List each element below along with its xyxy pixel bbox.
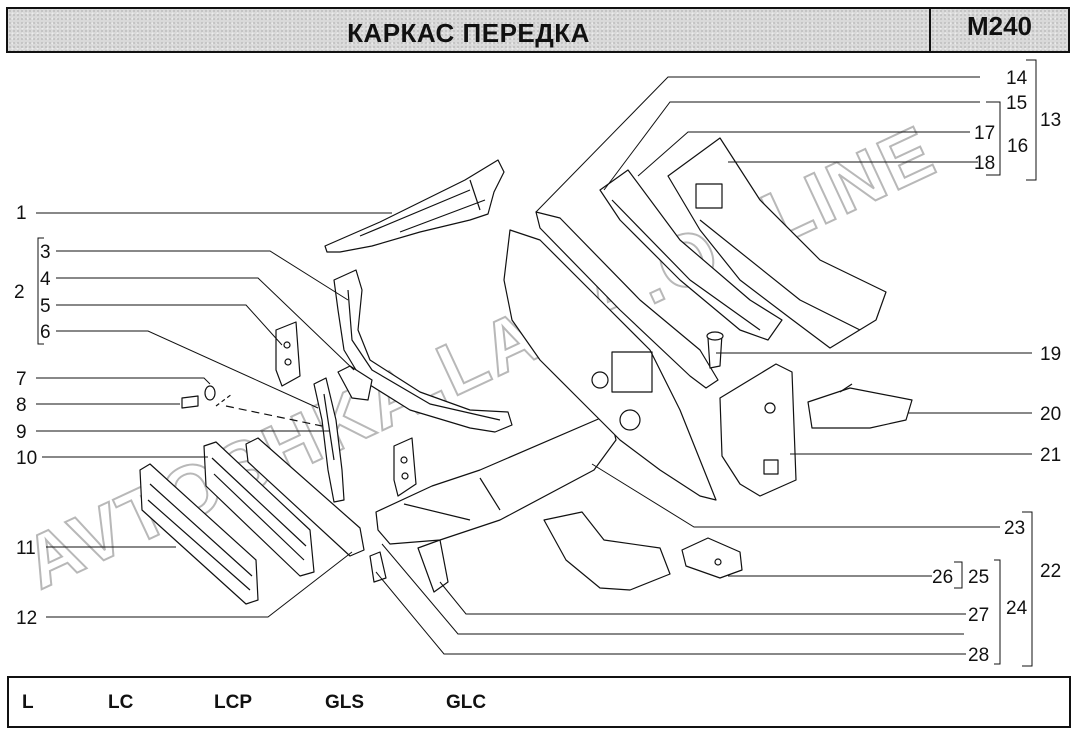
part-14-dash-panel <box>503 229 717 501</box>
callout-9: 9 <box>16 422 27 443</box>
part-11-panel <box>139 463 259 605</box>
part-16-cowl-top <box>667 137 887 349</box>
part-6-plate <box>393 437 417 497</box>
parts-diagram: AVTOSHKA.LADA.ONLINE <box>11 59 1061 667</box>
code-bar: M240 <box>929 7 1070 53</box>
part-27-bracket <box>417 539 449 593</box>
part-4-bracket <box>337 365 373 401</box>
callout-8: 8 <box>16 395 27 416</box>
callout-27: 27 <box>968 605 989 626</box>
callout-12: 12 <box>16 608 37 629</box>
title-bar: КАРКАС ПЕРЕДКА <box>6 7 931 53</box>
callout-26: 26 <box>932 567 953 588</box>
model-footer: L LC LCP GLS GLC <box>7 676 1071 728</box>
callout-11: 11 <box>16 538 36 559</box>
callout-24: 24 <box>1006 598 1028 619</box>
model-label: LC <box>108 692 134 713</box>
part-5-plate <box>275 321 301 387</box>
model-label: GLS <box>325 692 365 713</box>
callout-16: 16 <box>1007 136 1028 157</box>
part-25-reinforcement <box>543 511 671 591</box>
part-21-panel <box>719 363 797 497</box>
page-title: КАРКАС ПЕРЕДКА <box>347 17 590 48</box>
model-label: LCP <box>214 692 252 713</box>
part-3-bracket <box>333 269 513 433</box>
callout-25: 25 <box>968 567 989 588</box>
part-19-grommet <box>706 331 724 369</box>
callout-23: 23 <box>1004 518 1025 539</box>
callout-20: 20 <box>1040 404 1061 425</box>
callout-4: 4 <box>40 269 51 290</box>
catalog-code: M240 <box>966 10 1033 41</box>
part-12-bar <box>245 437 365 557</box>
callout-22: 22 <box>1040 561 1061 582</box>
callout-14: 14 <box>1006 68 1028 89</box>
callout-17: 17 <box>974 123 995 144</box>
part-15-cowl <box>535 211 719 389</box>
part-7-8-bolt <box>181 385 323 427</box>
callout-2: 2 <box>14 282 25 303</box>
model-label: L <box>22 692 34 713</box>
callout-3: 3 <box>40 242 51 263</box>
callout-7: 7 <box>16 369 27 390</box>
callout-21: 21 <box>1040 445 1061 466</box>
part-9-strut <box>313 377 345 503</box>
callout-15: 15 <box>1006 93 1027 114</box>
callout-13: 13 <box>1040 110 1061 131</box>
callout-10: 10 <box>16 448 37 469</box>
callout-18: 18 <box>974 153 995 174</box>
callout-5: 5 <box>40 296 51 317</box>
callout-28: 28 <box>968 645 989 666</box>
part-23-member <box>375 413 617 545</box>
part-17-cowl <box>599 169 783 341</box>
part-1-rail <box>324 159 505 253</box>
part-28-plate <box>369 551 387 583</box>
callout-19: 19 <box>1040 344 1061 365</box>
callout-1: 1 <box>16 203 27 224</box>
callout-6: 6 <box>40 322 51 343</box>
part-20-bracket <box>807 383 913 429</box>
model-label: GLC <box>446 692 487 713</box>
part-10-crossmember <box>203 441 315 577</box>
part-26-bracket <box>681 537 743 579</box>
